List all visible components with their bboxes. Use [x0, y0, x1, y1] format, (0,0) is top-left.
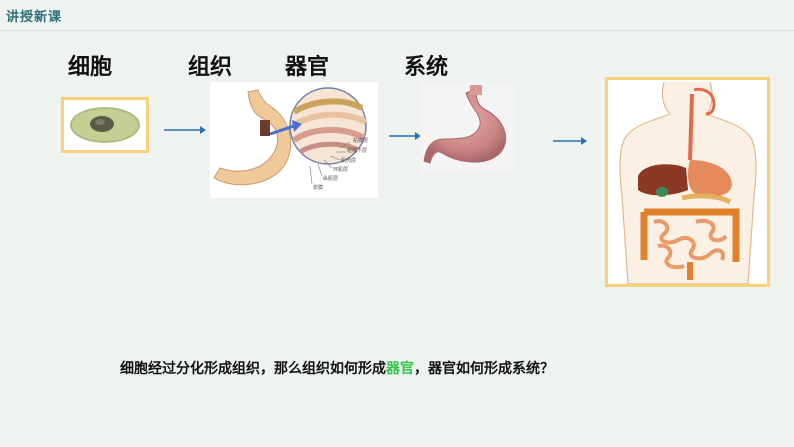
arrow-right-icon [553, 137, 587, 145]
question-suffix: ，器官如何形成系统？ [414, 361, 554, 377]
cell-illustration [70, 107, 140, 143]
question-text: 细胞经过分化形成组织，那么组织如何形成器官，器官如何形成系统？ [120, 358, 554, 378]
tissue-label: 浆膜 [313, 185, 324, 191]
system-image [605, 77, 770, 287]
tissue-label: 纵肌层 [323, 176, 339, 182]
section-tag: 讲授新课 [6, 10, 63, 25]
digestive-system-illustration [619, 81, 757, 285]
label-system: 系统 [404, 55, 449, 80]
header-divider [0, 30, 794, 31]
question-highlight: 器官 [386, 361, 414, 377]
tissue-label: 粘膜下层 [347, 148, 368, 154]
stomach-tissue-illustration [213, 87, 368, 186]
label-tissue: 组织 [188, 55, 233, 80]
tissue-label: 环肌层 [333, 167, 349, 173]
label-organ: 器官 [285, 55, 330, 80]
top-bar [0, 0, 794, 30]
tissue-label: 肌肉层 [341, 158, 357, 164]
tissue-label: 粘膜层 [353, 138, 369, 144]
organ-image [420, 83, 515, 173]
tissue-diagram: 粘膜层 粘膜下层 肌肉层 环肌层 纵肌层 浆膜 [210, 82, 378, 198]
label-cell: 细胞 [68, 55, 113, 80]
question-prefix: 细胞经过分化形成组织，那么组织如何形成 [120, 361, 386, 377]
arrow-right-icon [164, 126, 206, 134]
cell-image [61, 97, 149, 153]
stomach-illustration [423, 85, 506, 164]
arrow-right-icon [389, 132, 421, 140]
